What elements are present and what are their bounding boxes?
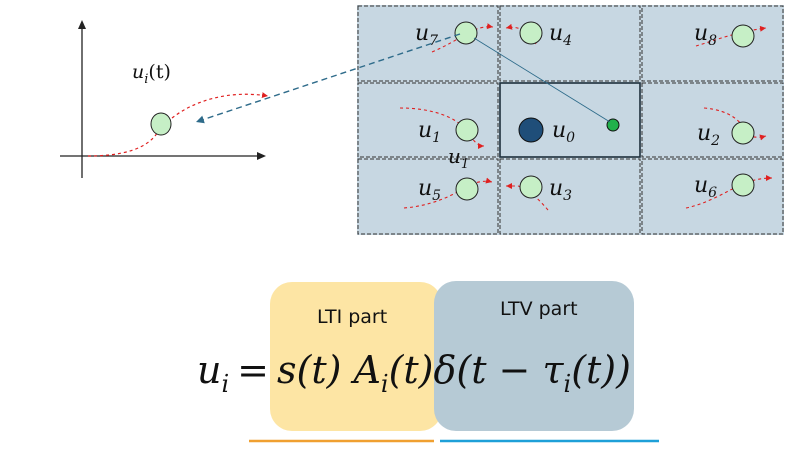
eq-A-sub: i: [381, 370, 389, 398]
label-u6: u6: [694, 173, 717, 201]
plot-x-axis-arrowhead: [257, 152, 266, 160]
cell-u5: [357, 158, 499, 235]
cell-u4: [499, 5, 641, 82]
eq-delta: δ(t − τ: [434, 348, 565, 392]
ltv-label: LTV part: [500, 298, 578, 320]
node-u8: [731, 24, 755, 48]
label-u4: u4: [549, 21, 572, 49]
link-u7-point: [473, 37, 611, 123]
equation-group: LTI part LTV part ui=s(t)Ai(t)δ(t − τi(t…: [197, 281, 659, 443]
cell-u2: [641, 82, 784, 158]
cell-u7: [357, 5, 499, 82]
plot-y-axis-arrowhead: [78, 20, 86, 29]
grid-background: [357, 5, 784, 235]
label-u5: u5: [418, 176, 441, 204]
node-u5: [455, 177, 479, 201]
cell-u1: [357, 82, 499, 158]
label-stray-u1: u1: [448, 144, 469, 172]
label-u1: u1: [418, 118, 441, 146]
mapping-arrow: [195, 33, 461, 124]
eq-A-arg: (t): [389, 348, 434, 392]
plot-signal-label: ui(t): [132, 61, 171, 87]
cell-u0-center: [499, 82, 641, 158]
neighbor-grid: u7 u4 u8 u1 u0 u2 u5 u3 u6 u1: [357, 5, 784, 235]
eq-tau-sub: i: [564, 370, 572, 398]
label-u3: u3: [549, 176, 572, 204]
node-u0: [518, 117, 544, 143]
eq-lhs-base: u: [197, 348, 221, 392]
node-u4: [519, 21, 543, 45]
eq-tail: (t)): [571, 348, 631, 392]
ltv-box: [434, 281, 634, 431]
node-u2: [731, 121, 755, 145]
arrow-u5: [403, 177, 493, 209]
signal-plot: ui(t): [60, 20, 269, 178]
equation-formula: ui=s(t)Ai(t)δ(t − τi(t)): [197, 348, 631, 398]
label-u8: u8: [694, 21, 717, 49]
node-u3: [519, 175, 543, 199]
node-u6: [731, 173, 755, 197]
lti-label: LTI part: [317, 306, 387, 328]
lti-box: [270, 282, 442, 431]
label-u2: u2: [697, 121, 720, 149]
cell-u3: [499, 158, 641, 235]
plot-trajectory-curve: [87, 127, 161, 157]
eq-s-term: s(t): [277, 348, 341, 392]
eq-equals: =: [237, 348, 269, 392]
label-u0: u0: [552, 118, 575, 146]
node-u1: [455, 118, 479, 142]
arrow-u3: [506, 183, 549, 211]
node-u7: [454, 21, 478, 45]
eq-A-term: A: [350, 348, 380, 392]
plot-node: [150, 112, 172, 136]
eq-lhs-sub: i: [221, 370, 229, 398]
arrow-u8: [695, 25, 767, 47]
label-u7: u7: [415, 21, 438, 49]
